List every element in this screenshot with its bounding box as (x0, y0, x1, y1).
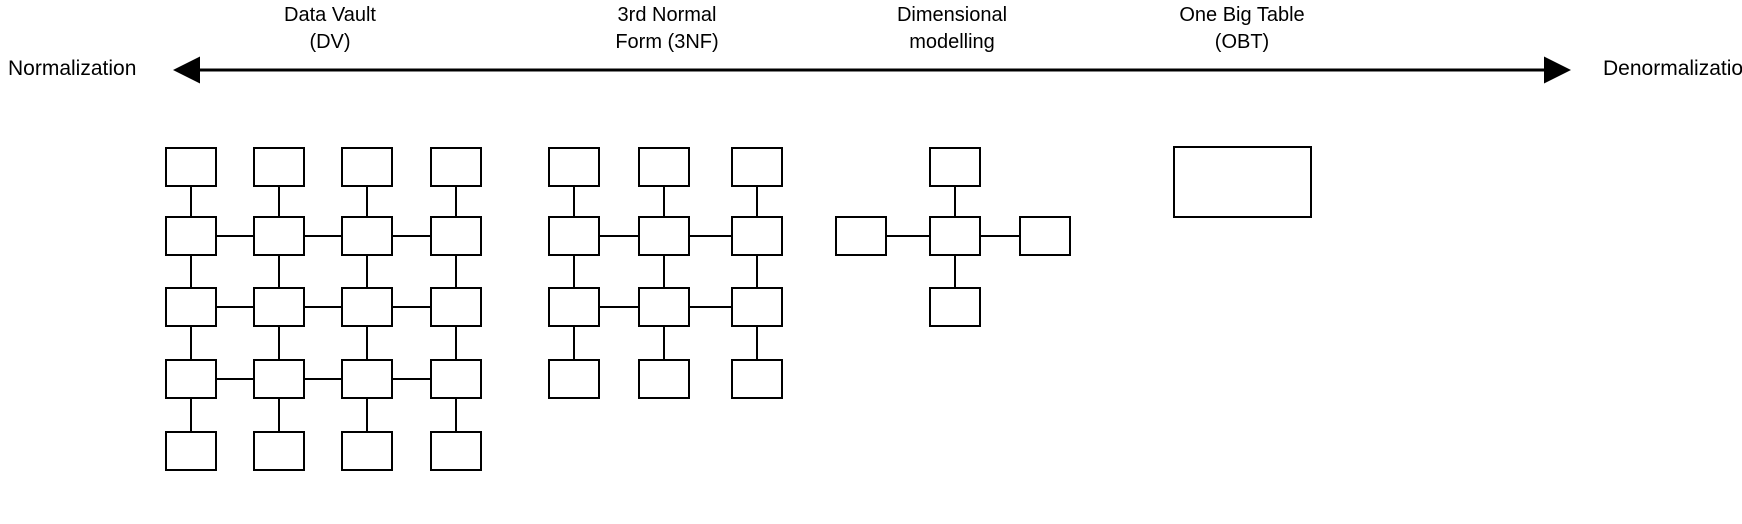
axis-right-label: Denormalization (1603, 57, 1742, 80)
entity-box (430, 216, 482, 256)
entity-box (253, 431, 305, 471)
connector-vertical (366, 399, 368, 431)
connector-vertical (663, 327, 665, 359)
entity-box (731, 287, 783, 327)
entity-box (341, 216, 393, 256)
fact-box (929, 216, 981, 256)
connector-vertical (278, 399, 280, 431)
connector-vertical (190, 256, 192, 287)
stage-label-dimensional-modelling: Dimensional modelling (896, 4, 1008, 53)
connector-vertical (455, 256, 457, 287)
connector-horizontal (305, 306, 341, 308)
connector-vertical (455, 327, 457, 359)
connector-vertical (954, 256, 956, 287)
connector-vertical (366, 256, 368, 287)
stage-label-data-vault: Data Vault (DV) (284, 4, 376, 53)
entity-box (731, 216, 783, 256)
entity-box (341, 359, 393, 399)
connector-vertical (278, 256, 280, 287)
entity-box (165, 431, 217, 471)
entity-box (341, 287, 393, 327)
connector-horizontal (217, 378, 253, 380)
entity-box (548, 147, 600, 187)
connector-horizontal (600, 235, 638, 237)
dimension-box (835, 216, 887, 256)
entity-box (430, 359, 482, 399)
connector-horizontal (393, 306, 430, 308)
connector-vertical (366, 187, 368, 216)
connector-horizontal (393, 235, 430, 237)
entity-box (548, 359, 600, 399)
entity-box (165, 359, 217, 399)
entity-box (430, 431, 482, 471)
entity-box (165, 287, 217, 327)
connector-vertical (756, 327, 758, 359)
axis-left-label: Normalization (8, 57, 137, 80)
connector-vertical (954, 187, 956, 216)
connector-vertical (663, 256, 665, 287)
entity-box (165, 216, 217, 256)
entity-box (430, 287, 482, 327)
connector-vertical (190, 399, 192, 431)
stage-label-third-normal-form: 3rd Normal Form (3NF) (615, 4, 719, 53)
connector-horizontal (981, 235, 1019, 237)
stage-label-one-big-table: One Big Table (OBT) (1179, 4, 1305, 53)
entity-box (731, 359, 783, 399)
connector-horizontal (217, 306, 253, 308)
connector-horizontal (600, 306, 638, 308)
entity-box (253, 359, 305, 399)
entity-box (548, 216, 600, 256)
connector-vertical (663, 187, 665, 216)
entity-box (253, 216, 305, 256)
connector-vertical (366, 327, 368, 359)
entity-box (638, 147, 690, 187)
connector-vertical (190, 187, 192, 216)
connector-horizontal (217, 235, 253, 237)
connector-horizontal (690, 306, 731, 308)
entity-box (341, 147, 393, 187)
connector-vertical (455, 187, 457, 216)
connector-horizontal (887, 235, 929, 237)
connector-vertical (756, 187, 758, 216)
connector-vertical (573, 256, 575, 287)
entity-box (341, 431, 393, 471)
entity-box (165, 147, 217, 187)
entity-box (548, 287, 600, 327)
connector-vertical (455, 399, 457, 431)
dimension-box (929, 147, 981, 187)
connector-vertical (190, 327, 192, 359)
entity-box (731, 147, 783, 187)
connector-horizontal (305, 378, 341, 380)
connector-vertical (573, 187, 575, 216)
entity-box (638, 359, 690, 399)
connector-horizontal (305, 235, 341, 237)
connector-vertical (573, 327, 575, 359)
one-big-table-box (1173, 146, 1312, 218)
connector-horizontal (393, 378, 430, 380)
connector-horizontal (690, 235, 731, 237)
connector-vertical (278, 187, 280, 216)
entity-box (638, 216, 690, 256)
connector-vertical (756, 256, 758, 287)
connector-vertical (278, 327, 280, 359)
entity-box (430, 147, 482, 187)
entity-box (253, 147, 305, 187)
entity-box (253, 287, 305, 327)
entity-box (638, 287, 690, 327)
dimension-box (1019, 216, 1071, 256)
dimension-box (929, 287, 981, 327)
